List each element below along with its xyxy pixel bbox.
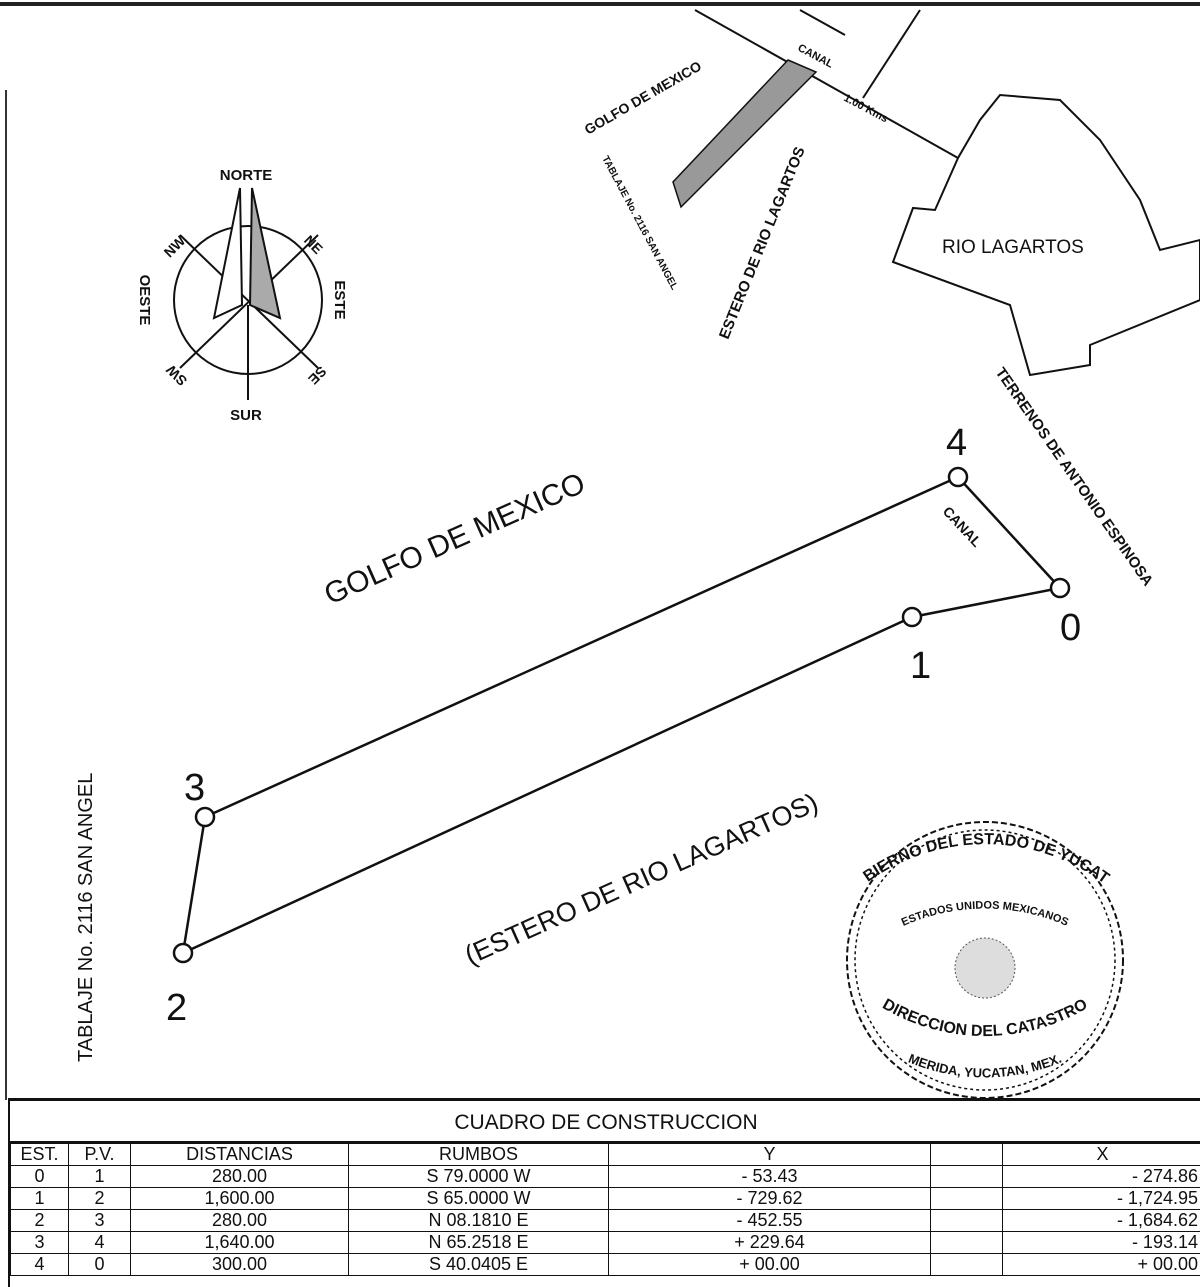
compass-north: NORTE (220, 167, 273, 184)
cell-est: 3 (11, 1232, 69, 1254)
cell-spacer (931, 1210, 1003, 1232)
cell-dist: 1,640.00 (131, 1232, 349, 1254)
cell-rumbo: S 65.0000 W (349, 1188, 609, 1210)
cell-rumbo: S 40.0405 E (349, 1254, 609, 1276)
vertex-1-marker (903, 608, 921, 626)
compass-se: SE (305, 363, 330, 388)
cell-est: 2 (11, 1210, 69, 1232)
compass-sw: SW (162, 361, 190, 389)
svg-text:DIRECCION DEL CATASTRO: DIRECCION DEL CATASTRO (880, 996, 1091, 1040)
construction-table: CUADRO DE CONSTRUCCION EST. P.V. DISTANC… (8, 1098, 1200, 1287)
cell-est: 0 (11, 1166, 69, 1188)
seal-city-text: MERIDA, YUCATAN, MEX. (906, 1051, 1063, 1081)
cell-x: - 1,724.95 (1003, 1188, 1200, 1210)
table-title: CUADRO DE CONSTRUCCION (10, 1101, 1200, 1143)
vertex-3-marker (196, 808, 214, 826)
coat-of-arms-icon (955, 938, 1015, 998)
cell-dist: 300.00 (131, 1254, 349, 1276)
inset-town-label: RIO LAGARTOS (942, 237, 1084, 258)
vertex-2-marker (174, 944, 192, 962)
cell-dist: 280.00 (131, 1210, 349, 1232)
cell-spacer (931, 1254, 1003, 1276)
cell-spacer (931, 1188, 1003, 1210)
seal-inner-text: ESTADOS UNIDOS MEXICANOS (900, 900, 1070, 929)
cell-pv: 1 (69, 1166, 131, 1188)
inset-tablaje-label: TABLAJE No. 2116 SAN ANGEL (599, 154, 679, 292)
cell-pv: 2 (69, 1188, 131, 1210)
cell-pv: 0 (69, 1254, 131, 1276)
compass-west: OESTE (136, 275, 153, 326)
cell-est: 1 (11, 1188, 69, 1210)
compass-rose-icon: NORTE SUR ESTE OESTE NE NW SE SW (136, 167, 348, 424)
header-x: X (1003, 1144, 1200, 1166)
cell-pv: 3 (69, 1210, 131, 1232)
header-pv: P.V. (69, 1144, 131, 1166)
svg-text:MERIDA, YUCATAN, MEX.: MERIDA, YUCATAN, MEX. (906, 1051, 1063, 1081)
inset-gulf-label: GOLFO DE MEXICO (582, 58, 705, 138)
svg-text:ESTADOS UNIDOS MEXICANOS: ESTADOS UNIDOS MEXICANOS (900, 900, 1070, 929)
plot-neighbor-label: TERRENOS DE ANTONIO ESPINOSA (992, 365, 1157, 590)
cell-y: + 00.00 (609, 1254, 931, 1276)
header-est: EST. (11, 1144, 69, 1166)
cell-spacer (931, 1232, 1003, 1254)
cell-x: + 00.00 (1003, 1254, 1200, 1276)
cell-y: - 53.43 (609, 1166, 931, 1188)
survey-map: NORTE SUR ESTE OESTE NE NW SE SW GOLFO D… (0, 0, 1200, 1100)
cell-rumbo: S 79.0000 W (349, 1166, 609, 1188)
cell-x: - 193.14 (1003, 1232, 1200, 1254)
compass-east: ESTE (331, 280, 348, 319)
vertex-0-marker (1051, 579, 1069, 597)
plot-tablaje-label: TABLAJE No. 2116 SAN ANGEL (75, 773, 97, 1062)
table-header-row: EST. P.V. DISTANCIAS RUMBOS Y X (11, 1144, 1200, 1166)
vertex-0-label: 0 (1060, 607, 1081, 649)
header-spacer (931, 1144, 1003, 1166)
cell-y: - 452.55 (609, 1210, 931, 1232)
vertex-4-label: 4 (946, 422, 967, 464)
compass-south: SUR (230, 407, 262, 424)
inset-estero-label: ESTERO DE RIO LAGARTOS (716, 145, 809, 342)
cell-pv: 4 (69, 1232, 131, 1254)
seal-bottom-text: DIRECCION DEL CATASTRO (880, 996, 1091, 1040)
plot-canal-label: CANAL (940, 503, 985, 550)
cell-dist: 1,600.00 (131, 1188, 349, 1210)
cell-x: - 1,684.62 (1003, 1210, 1200, 1232)
cell-rumbo: N 08.1810 E (349, 1210, 609, 1232)
compass-nw: NW (161, 232, 189, 260)
inset-distance-label: 1.00 Kms (842, 92, 890, 125)
rio-lagartos-outline (893, 95, 1200, 375)
header-rumbos: RUMBOS (349, 1144, 609, 1166)
cell-y: - 729.62 (609, 1188, 931, 1210)
header-y: Y (609, 1144, 931, 1166)
vertex-3-label: 3 (184, 767, 205, 809)
cell-est: 4 (11, 1254, 69, 1276)
plot-estero-label: (ESTERO DE RIO LAGARTOS) (460, 787, 822, 970)
plot-gulf-label: GOLFO DE MEXICO (319, 467, 590, 612)
vertex-1-label: 1 (910, 645, 931, 687)
cell-spacer (931, 1166, 1003, 1188)
cell-x: - 274.86 (1003, 1166, 1200, 1188)
vertex-2-label: 2 (166, 987, 187, 1029)
vertex-4-marker (949, 468, 967, 486)
cell-dist: 280.00 (131, 1166, 349, 1188)
header-distancias: DISTANCIAS (131, 1144, 349, 1166)
location-map: GOLFO DE MEXICO CANAL 1.00 Kms TABLAJE N… (582, 10, 1200, 375)
cell-y: + 229.64 (609, 1232, 931, 1254)
cell-rumbo: N 65.2518 E (349, 1232, 609, 1254)
